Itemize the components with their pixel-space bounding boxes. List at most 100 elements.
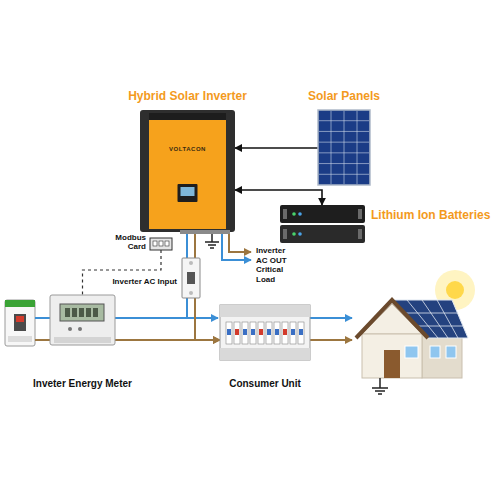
breaker-band bbox=[5, 300, 35, 307]
breaker-indicator bbox=[16, 316, 24, 322]
house-window bbox=[405, 346, 418, 358]
outline-group bbox=[150, 238, 172, 250]
battery-handle bbox=[358, 229, 362, 239]
part-label: Inverter AC Input bbox=[112, 277, 177, 286]
lcd-segment bbox=[79, 308, 84, 317]
consumer-unit-body bbox=[220, 305, 310, 360]
roof-edge bbox=[356, 300, 428, 338]
ground-line bbox=[205, 241, 219, 243]
solar-panel-box: Solar Panels bbox=[318, 110, 370, 185]
panel-grid-line bbox=[319, 131, 369, 132]
circuit-breaker bbox=[282, 322, 288, 344]
heading-label: Hybrid Solar Inverter bbox=[128, 90, 247, 104]
solar-panel bbox=[318, 110, 370, 185]
connector bbox=[235, 147, 318, 149]
panel-grid-line bbox=[331, 111, 332, 184]
wire bbox=[35, 339, 50, 341]
meter-button bbox=[78, 327, 82, 331]
panel-grid-line bbox=[319, 142, 369, 143]
node-outline bbox=[318, 110, 370, 185]
energy-meter-box: Inveter Energy Meter bbox=[50, 295, 115, 345]
battery-handle bbox=[358, 209, 362, 219]
card-terminal bbox=[153, 241, 157, 246]
consumer-unit-band bbox=[220, 348, 310, 360]
grid-line bbox=[404, 313, 457, 314]
inverter-top-band bbox=[149, 113, 226, 120]
panel-grid-line bbox=[357, 111, 358, 184]
house-front-wall bbox=[362, 334, 422, 378]
outline-group bbox=[50, 295, 115, 345]
node-outline bbox=[140, 110, 235, 232]
circuit-breaker bbox=[266, 322, 272, 344]
panel-grid-line bbox=[319, 120, 369, 121]
battery-led bbox=[292, 212, 296, 216]
modbus-card-box: Modbus Card bbox=[150, 238, 172, 250]
breaker-toggle bbox=[291, 329, 295, 335]
node-outline bbox=[150, 238, 172, 250]
inverter-front bbox=[149, 113, 226, 229]
lcd-segment bbox=[65, 308, 70, 317]
ground-symbol bbox=[372, 378, 388, 394]
breaker-toggle bbox=[243, 329, 247, 335]
breaker-screw bbox=[189, 291, 193, 295]
outline-group bbox=[318, 110, 370, 185]
battery-handle bbox=[283, 209, 287, 219]
circuit-breaker bbox=[226, 322, 232, 344]
wire bbox=[186, 232, 188, 258]
grid-line bbox=[437, 300, 458, 338]
wire bbox=[35, 317, 50, 319]
connector bbox=[235, 190, 322, 205]
inverter-housing bbox=[140, 110, 235, 232]
part-label: Modbus Card bbox=[108, 233, 146, 251]
wire bbox=[229, 232, 251, 252]
consumer-unit-band bbox=[220, 305, 310, 317]
part-label: Inveter Energy Meter bbox=[33, 378, 132, 390]
circuit-breaker bbox=[242, 322, 248, 344]
meter-lcd bbox=[60, 304, 104, 321]
battery-handle bbox=[283, 229, 287, 239]
part-label: Consumer Unit bbox=[229, 378, 301, 390]
breaker-toggle bbox=[299, 329, 303, 335]
meter-body bbox=[50, 295, 115, 345]
battery-box: Lithium Ion Batteries bbox=[280, 205, 365, 243]
grid-line bbox=[417, 326, 463, 327]
ground-line bbox=[210, 247, 214, 249]
breaker-toggle bbox=[187, 272, 195, 284]
panel-grid-line bbox=[319, 174, 369, 175]
circuit-breaker bbox=[290, 322, 296, 344]
battery-module bbox=[280, 225, 365, 243]
wire bbox=[115, 317, 218, 319]
battery-led bbox=[298, 212, 302, 216]
lcd-segment bbox=[86, 308, 91, 317]
house-door bbox=[384, 350, 400, 378]
breaker-toggle bbox=[283, 329, 287, 335]
ground-line bbox=[379, 378, 381, 388]
grid-line bbox=[422, 300, 448, 338]
house bbox=[356, 270, 475, 378]
outline-group bbox=[140, 110, 235, 234]
meter-button bbox=[68, 327, 72, 331]
ground-line bbox=[375, 390, 385, 392]
circuit-breaker bbox=[274, 322, 280, 344]
card-terminal bbox=[165, 241, 169, 246]
display-screen bbox=[181, 187, 195, 196]
roof-solar-panels bbox=[392, 300, 468, 338]
outline-group bbox=[220, 305, 310, 360]
node-outline bbox=[220, 305, 310, 360]
inverter-display bbox=[178, 184, 198, 202]
consumer-unit-box: Consumer Unit bbox=[220, 305, 310, 360]
breaker-screw bbox=[189, 261, 193, 265]
circuit-breaker bbox=[234, 322, 240, 344]
heading-label: Lithium Ion Batteries bbox=[371, 209, 490, 223]
battery-led bbox=[298, 232, 302, 236]
lcd-segment bbox=[93, 308, 98, 317]
inverter-terminals bbox=[180, 230, 230, 234]
connector bbox=[194, 232, 196, 258]
meter-terminals bbox=[54, 337, 111, 343]
wire bbox=[310, 317, 352, 319]
breaker-toggle bbox=[259, 329, 263, 335]
